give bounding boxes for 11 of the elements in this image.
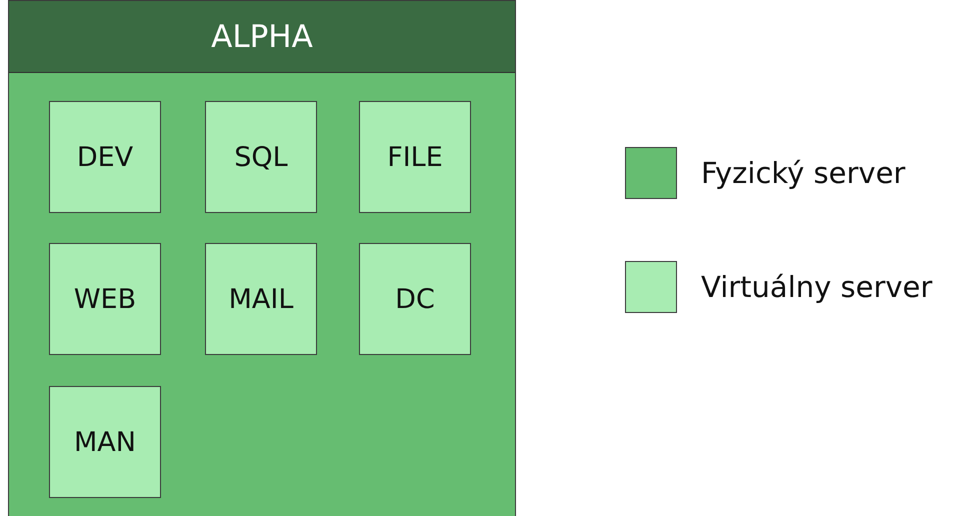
server-header: ALPHA [9,1,515,73]
server-container [8,0,516,516]
virtual-server-box: FILE [359,101,471,213]
virtual-server-box: SQL [205,101,317,213]
virtual-server-box: MAN [49,386,161,498]
virtual-server-box: DEV [49,101,161,213]
legend-label: Virtuálny server [701,270,932,304]
virtual-server-box: DC [359,243,471,355]
virtual-server-box: WEB [49,243,161,355]
virtual-server-box: MAIL [205,243,317,355]
legend-label: Fyzický server [701,156,906,190]
